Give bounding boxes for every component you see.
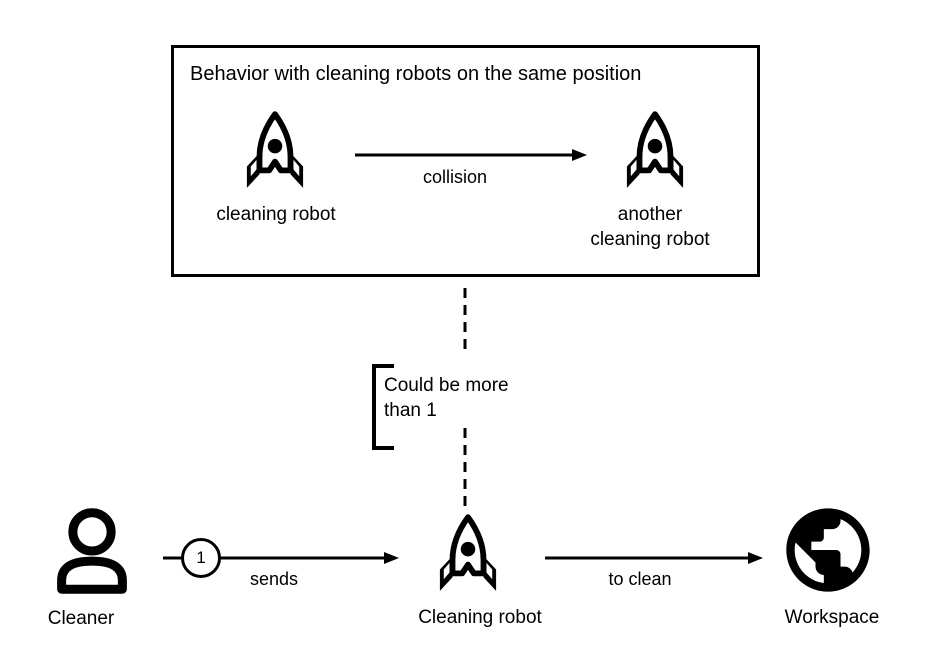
multiplicity-bracket [372, 364, 394, 450]
collision-arrow [355, 149, 587, 161]
cleaner-label: Cleaner [47, 608, 115, 629]
collision-label: collision [422, 167, 488, 187]
sends-badge: 1 [181, 538, 221, 578]
globe-icon [786, 508, 870, 592]
cleaning-robot-label: Cleaning robot [418, 607, 542, 628]
rocket-icon [246, 111, 304, 188]
multiplicity-note: Could be more than 1 [384, 375, 509, 421]
rocket-icon [626, 111, 684, 188]
dashed-line-bottom [463, 428, 467, 512]
dashed-line-top [463, 288, 467, 354]
to-clean-label: to clean [608, 569, 672, 589]
workspace-label: Workspace [784, 607, 880, 628]
sends-label: sends [249, 569, 299, 589]
to-clean-arrow [545, 552, 763, 564]
behavior-box-title: Behavior with cleaning robots on the sam… [190, 63, 642, 85]
rocket-icon [439, 514, 497, 591]
person-icon [57, 508, 127, 594]
node-label-another-cleaning-robot: another cleaning robot [590, 204, 710, 250]
node-label-cleaning-robot: cleaning robot [216, 204, 336, 225]
